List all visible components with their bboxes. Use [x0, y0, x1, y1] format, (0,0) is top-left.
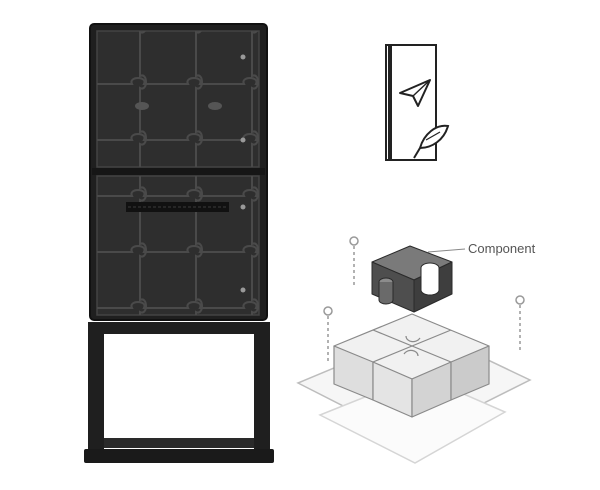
assembled-blocks — [333, 313, 490, 418]
lower-panel — [96, 175, 260, 316]
guide-markers — [323, 236, 525, 362]
quill-icon — [413, 124, 450, 159]
component-assembly — [296, 236, 532, 464]
component-callout-line — [427, 248, 466, 253]
upper-panel — [96, 30, 260, 168]
puzzle-component-block — [371, 245, 453, 313]
cabinet-base — [84, 322, 274, 463]
puzzle-cabinet — [84, 23, 274, 463]
paper-plane-icon — [399, 79, 431, 107]
component-label: Component — [468, 241, 536, 256]
document-send-icon — [385, 44, 450, 161]
